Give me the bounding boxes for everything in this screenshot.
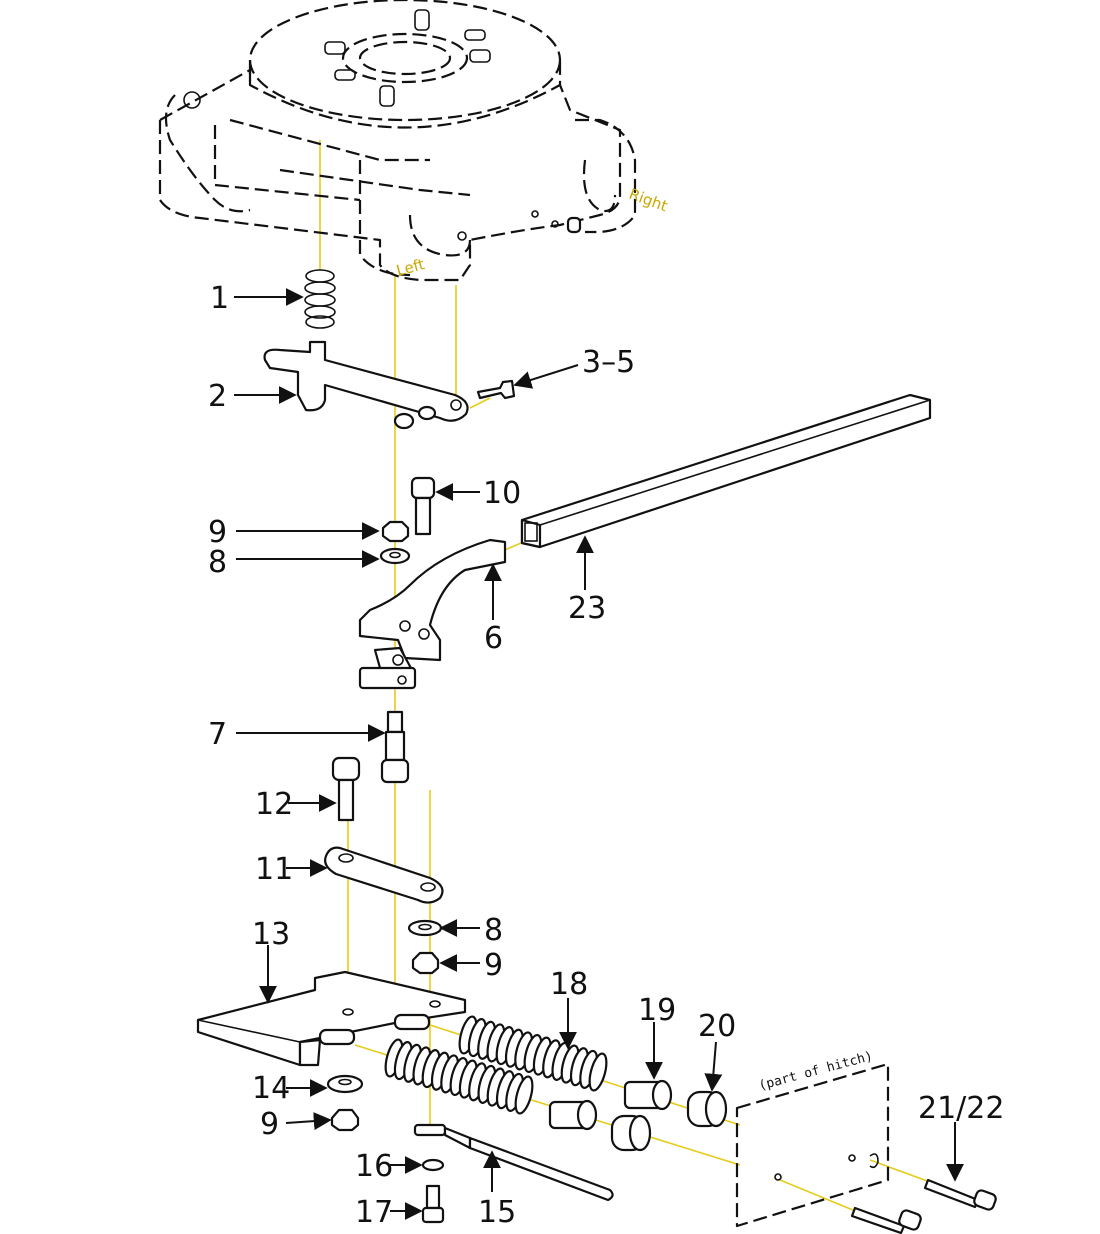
base-plate: [196, 970, 467, 1067]
locking-lever: [263, 340, 469, 422]
hitch-note: (part of hitch): [757, 1049, 874, 1094]
release-rod: [413, 1123, 614, 1202]
callout-20: 20: [698, 1009, 736, 1044]
callout-13: 13: [252, 917, 290, 952]
nut-9-middle: [411, 951, 440, 975]
callout-numbers: 1 2 3–5 10 9 8 6 23 7 12 11 13 8 9 18 19…: [208, 281, 1004, 1230]
bolt-17: [421, 1184, 445, 1224]
spacer-19: [548, 1079, 673, 1131]
washer-14: [326, 1074, 364, 1094]
tension-springs: [384, 1015, 608, 1115]
callout-leaders: [234, 288, 964, 1220]
callout-6: 6: [484, 621, 503, 656]
callout-1: 1: [210, 281, 229, 316]
callout-14: 14: [252, 1071, 290, 1106]
spring-coil: [514, 1075, 534, 1115]
square-tube: [520, 393, 932, 549]
pin-7: [380, 710, 410, 784]
callout-23: 23: [568, 591, 606, 626]
washer-8-upper: [379, 547, 411, 565]
bolts-21-22: [850, 1178, 997, 1234]
callout-9-middle: 9: [484, 948, 503, 983]
callout-3-5: 3–5: [582, 345, 635, 380]
spring-coil: [588, 1052, 608, 1092]
lever-nut-washer: [393, 405, 437, 430]
shoulder-bolt-10: [410, 476, 436, 536]
callout-11: 11: [255, 852, 293, 887]
callout-2: 2: [208, 379, 227, 414]
callout-18: 18: [550, 967, 588, 1002]
nut-9-lower: [330, 1108, 360, 1132]
fifth-wheel-assembly: Left Right: [158, 0, 670, 282]
compression-spring: [304, 269, 336, 329]
callout-19: 19: [638, 993, 676, 1028]
bolt-12: [331, 756, 361, 822]
callout-16: 16: [355, 1149, 393, 1184]
washer-8-lower: [407, 919, 443, 937]
callout-12: 12: [255, 787, 293, 822]
callout-9-upper: 9: [208, 515, 227, 550]
callout-9-lower: 9: [260, 1107, 279, 1142]
callout-7: 7: [208, 717, 227, 752]
right-side-label: Right: [627, 185, 670, 215]
hitch-plate: (part of hitch): [735, 1049, 890, 1228]
callout-21-22: 21/22: [918, 1091, 1004, 1126]
bushing-20: [610, 1090, 728, 1152]
left-side-label: Left: [394, 255, 426, 280]
release-arm: [358, 538, 507, 690]
callout-8-upper: 8: [208, 545, 227, 580]
callout-8-lower: 8: [484, 913, 503, 948]
callout-10: 10: [483, 476, 521, 511]
link-bar: [324, 846, 444, 904]
callout-15: 15: [478, 1195, 516, 1230]
washer-16: [421, 1158, 445, 1172]
nut-9-upper: [381, 520, 410, 543]
callout-17: 17: [355, 1195, 393, 1230]
pivot-pin: [476, 379, 516, 400]
